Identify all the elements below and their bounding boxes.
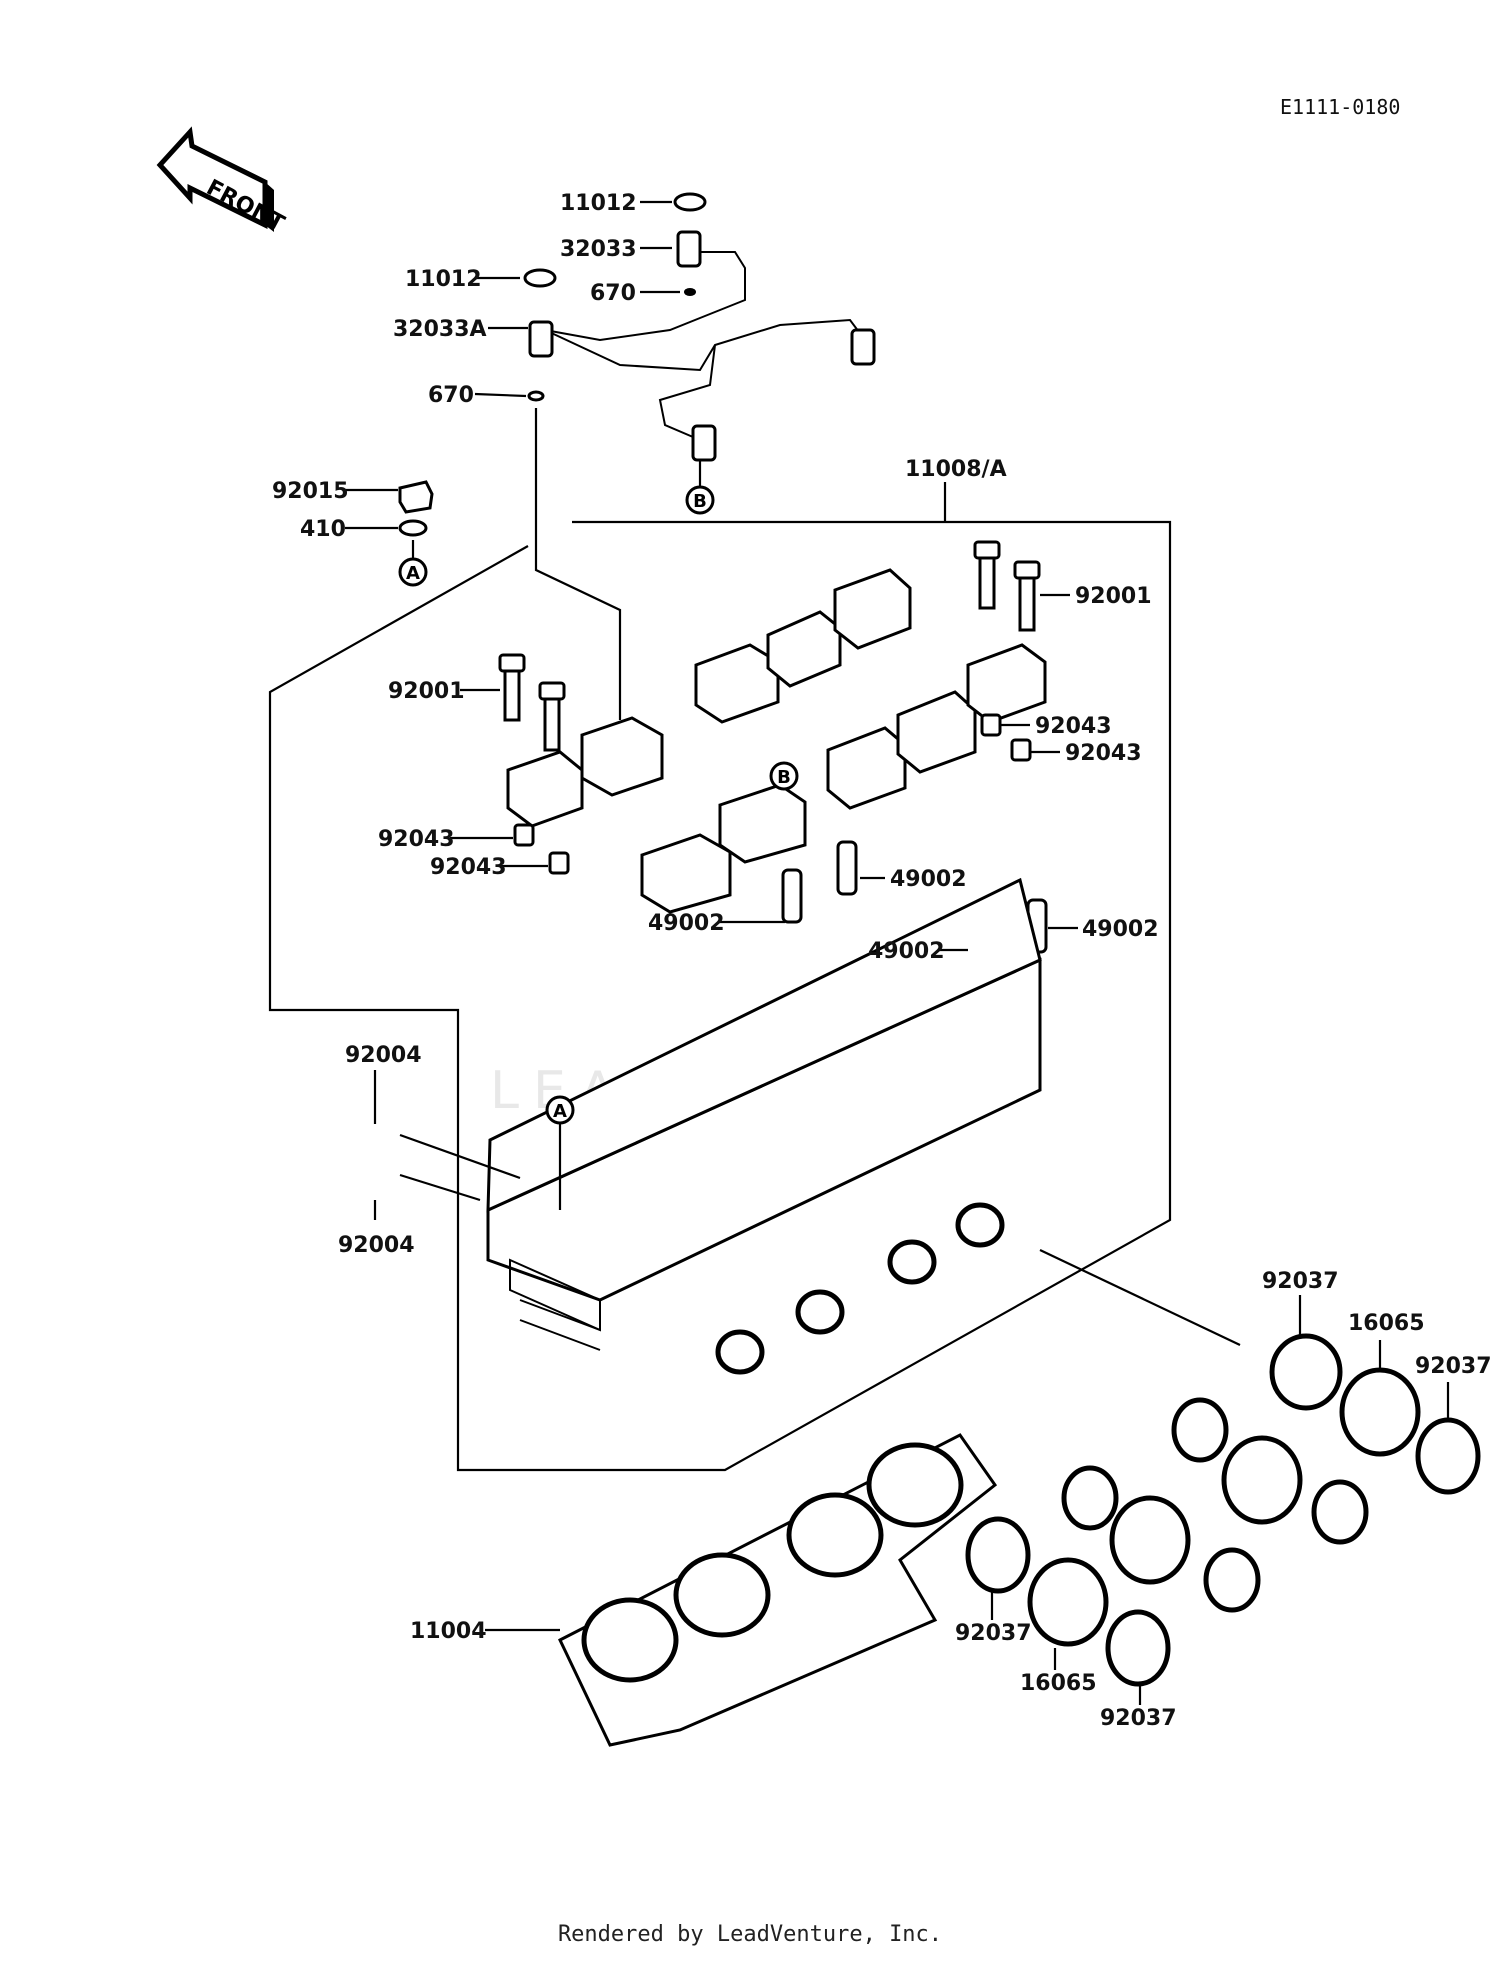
- front-arrow-icon: FRONT: [156, 126, 288, 237]
- callout-32033: 32033: [560, 237, 637, 262]
- callout-92043-left-b: 92043: [430, 855, 507, 880]
- callout-11012-top: 11012: [560, 191, 637, 216]
- callout-11004: 11004: [410, 1619, 487, 1644]
- callout-92043-left-a: 92043: [378, 827, 455, 852]
- oil-pipe-assembly: [523, 192, 876, 462]
- marker-b-cap: B: [769, 761, 799, 791]
- marker-a-head: A: [545, 1095, 575, 1125]
- callout-49002-a: 49002: [890, 867, 967, 892]
- washer-670-top: [684, 288, 696, 296]
- banjo-bolt-32033: [676, 230, 702, 268]
- callout-670-top: 670: [590, 281, 636, 306]
- diagram-code: E1111-0180: [1280, 95, 1400, 119]
- svg-text:A: A: [553, 1101, 567, 1122]
- dowel-pins-92043: [513, 713, 1032, 875]
- callout-11012-left: 11012: [405, 267, 482, 292]
- callout-410: 410: [300, 517, 346, 542]
- callout-92043-right-a: 92043: [1035, 714, 1112, 739]
- marker-b-pipe: B: [685, 485, 715, 515]
- cap-11012-left: [523, 268, 557, 288]
- head-gasket-11004: [558, 1433, 998, 1747]
- callout-92015: 92015: [272, 479, 349, 504]
- svg-text:A: A: [406, 563, 420, 584]
- cap-nut-92015: [398, 480, 434, 514]
- callout-92037-b: 92037: [1415, 1354, 1492, 1379]
- callout-92004-bottom: 92004: [338, 1233, 415, 1258]
- svg-text:B: B: [777, 767, 791, 788]
- callout-92037-a: 92037: [1262, 1269, 1339, 1294]
- part-callouts: 11012 32033 11012 670 32033A 670 11008/A…: [272, 191, 1492, 1731]
- banjo-bolt-32033A: [528, 320, 554, 358]
- callout-92037-c: 92037: [955, 1621, 1032, 1646]
- bolts-92001: [498, 540, 1041, 752]
- carburetor-holders: [965, 1333, 1481, 1687]
- callout-49002-b: 49002: [648, 911, 725, 936]
- callout-32033A: 32033A: [393, 317, 487, 342]
- leader-lines: [345, 200, 1450, 1705]
- callout-16065-a: 16065: [1348, 1311, 1425, 1336]
- callout-49002-d: 49002: [1082, 917, 1159, 942]
- marker-a-left: A: [398, 557, 428, 587]
- washer-670-left: [527, 390, 545, 402]
- callout-92037-d: 92037: [1100, 1706, 1177, 1731]
- cylinder-head: [486, 877, 1042, 1375]
- footer-credit: Rendered by LeadVenture, Inc.: [557, 1922, 943, 1947]
- callout-49002-c: 49002: [868, 939, 945, 964]
- callout-92001-right: 92001: [1075, 584, 1152, 609]
- callout-92043-right-b: 92043: [1065, 741, 1142, 766]
- cap-11012-top: [673, 192, 707, 212]
- washer-410: [398, 519, 428, 537]
- cylinder-head-assembly-outline: [268, 482, 1172, 1472]
- callout-670-left: 670: [428, 383, 474, 408]
- callout-16065-b: 16065: [1020, 1671, 1097, 1696]
- callout-11008A: 11008/A: [905, 457, 1007, 482]
- camshaft-caps: [506, 568, 1047, 914]
- svg-text:B: B: [693, 491, 707, 512]
- callout-92001-left: 92001: [388, 679, 465, 704]
- callout-92004-top: 92004: [345, 1043, 422, 1068]
